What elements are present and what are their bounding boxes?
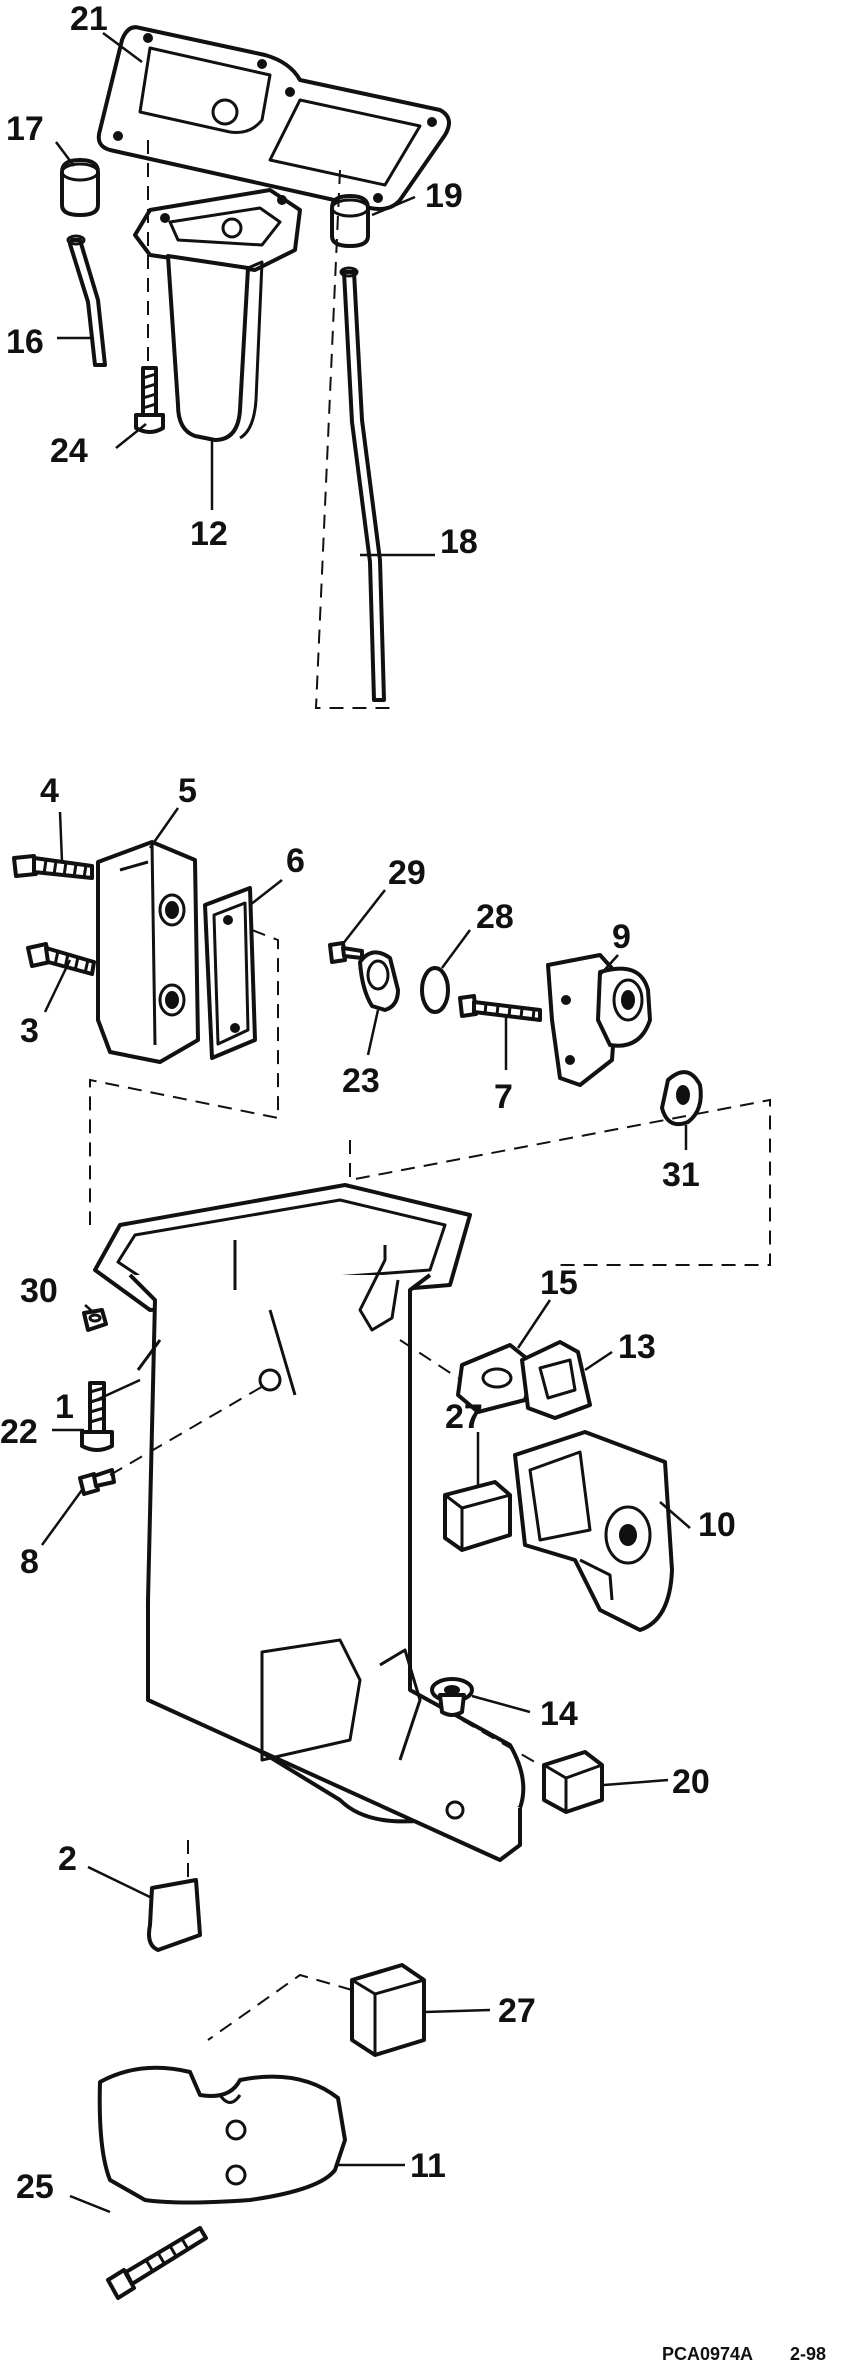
callout-11: 11	[410, 2147, 446, 2185]
callout-24: 24	[50, 432, 88, 470]
dashed-guide	[109, 1384, 266, 1476]
part-14-grommet	[430, 1677, 474, 1717]
callout-2: 2	[58, 1840, 77, 1878]
callout-6: 6	[286, 842, 305, 880]
part-13-clip	[520, 1340, 592, 1420]
figure-code: PCA0974A 2-98	[662, 2344, 826, 2364]
part-25-screw	[106, 2226, 208, 2300]
callout-16: 16	[6, 323, 44, 361]
part-3-screw	[26, 942, 96, 976]
callout-28: 28	[476, 898, 514, 936]
part-10-mount-bracket	[513, 1430, 674, 1632]
callout-25: 25	[16, 2168, 54, 2206]
part-24-screw	[134, 366, 165, 434]
part-23-retainer	[358, 950, 400, 1012]
part-1-driveshaft-housing	[93, 1183, 526, 1862]
dashed-guide	[314, 169, 390, 709]
part-5-cover	[96, 840, 200, 1064]
part-12-exhaust-housing	[133, 188, 302, 442]
part-22-screw	[80, 1381, 114, 1452]
callout-8: 8	[20, 1543, 39, 1581]
callout-labels: 21 17 19 16 24 12 18 4 5 6 29 28 9 3 23 …	[0, 0, 736, 2206]
figure-code-id: PCA0974A	[662, 2344, 753, 2364]
part-29-screw	[328, 941, 364, 964]
callout-27-upper: 27	[445, 1398, 483, 1436]
part-21-gasket	[96, 25, 451, 211]
dashed-guide	[399, 1339, 459, 1379]
part-7-screw	[458, 994, 542, 1022]
callout-14: 14	[540, 1695, 578, 1733]
dashed-guide	[89, 929, 279, 1225]
part-9-bracket	[546, 953, 652, 1087]
dashed-guide	[349, 1098, 771, 1266]
leader-lines	[40, 31, 691, 2214]
callout-15: 15	[540, 1264, 578, 1302]
callout-20: 20	[672, 1763, 710, 1801]
part-11-lower-cover	[97, 2065, 347, 2205]
callout-22: 22	[0, 1413, 38, 1451]
callout-29: 29	[388, 854, 426, 892]
part-19-grommet	[330, 194, 370, 248]
dashed-guide	[207, 1973, 353, 2041]
callout-4: 4	[40, 772, 59, 810]
callout-21: 21	[70, 0, 108, 38]
part-8-screw	[78, 1468, 116, 1496]
part-31-washer	[660, 1070, 703, 1127]
part-27-block-lower	[350, 1963, 426, 2057]
callout-5: 5	[178, 772, 197, 810]
part-28-o-ring	[420, 966, 450, 1014]
part-27-block-upper	[443, 1480, 512, 1552]
part-20-block	[542, 1750, 604, 1814]
part-17-grommet	[60, 158, 100, 217]
part-18-water-tube	[339, 266, 386, 702]
part-2-plate	[147, 1878, 202, 1952]
callout-30: 30	[20, 1272, 58, 1310]
part-30-nut	[82, 1308, 108, 1332]
dashed-guide	[461, 1719, 541, 1766]
callout-17: 17	[6, 110, 44, 148]
callout-13: 13	[618, 1328, 656, 1366]
callout-12: 12	[190, 515, 228, 553]
callout-27-lower: 27	[498, 1992, 536, 2030]
callout-1: 1	[55, 1388, 74, 1426]
callout-9: 9	[612, 918, 631, 956]
part-6-gasket	[203, 886, 257, 1060]
part-16-water-tube	[66, 234, 107, 367]
callout-23: 23	[342, 1062, 380, 1100]
callout-10: 10	[698, 1506, 736, 1544]
callout-18: 18	[440, 523, 478, 561]
callout-19: 19	[425, 177, 463, 215]
callout-3: 3	[20, 1012, 39, 1050]
figure-code-date: 2-98	[790, 2344, 826, 2364]
callout-31: 31	[662, 1156, 700, 1194]
callout-7: 7	[494, 1078, 513, 1116]
part-4-screw	[12, 854, 94, 880]
